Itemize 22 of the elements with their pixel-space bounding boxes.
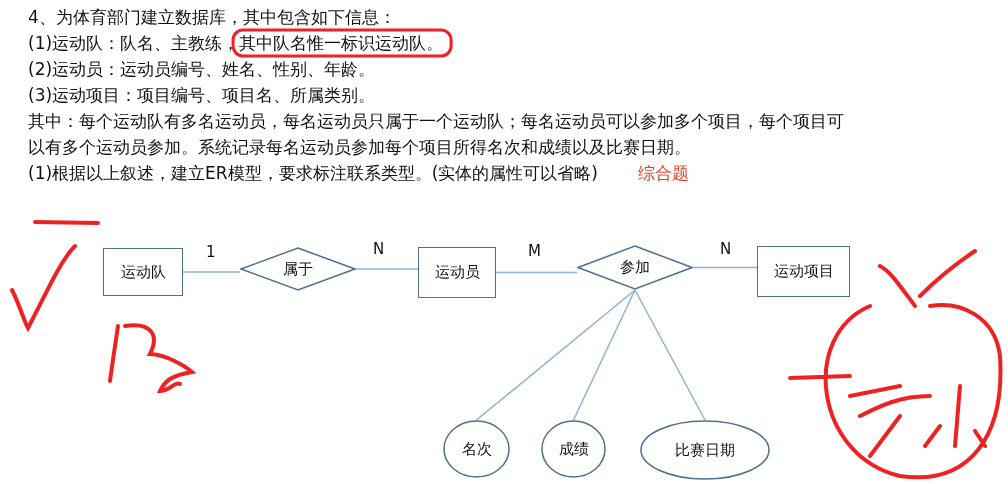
info-line: (3)运动项目：项目编号、项目名、所属类别。 xyxy=(28,84,376,107)
connector-line xyxy=(355,268,419,270)
entity-box: 运动员 xyxy=(418,247,496,298)
connector-line xyxy=(475,289,636,421)
connector-line xyxy=(495,271,578,274)
relationship-diamond: 参加 xyxy=(577,245,693,290)
question-title: 4、为体育部门建立数据库，其中包含如下信息： xyxy=(28,6,396,29)
category-tag: 综合题 xyxy=(637,160,689,186)
description-paragraph: 其中：每个运动队有多名运动员，每名运动员只属于一个运动队；每名运动员可以参加多个项目，每个项目可以有多个运动员参加。系统记录每名运动员参加每个项目所得名次和成绩以及比赛日期。 xyxy=(28,110,845,159)
entity-box: 运动队 xyxy=(103,248,183,296)
info-line: (2)运动员：运动员编号、姓名、性别、年龄。 xyxy=(28,58,376,81)
connector-line xyxy=(572,289,636,421)
connector-line xyxy=(692,266,758,269)
relationship-diamond: 属于 xyxy=(240,247,356,291)
attribute-ellipse: 名次 xyxy=(443,420,510,478)
attribute-ellipse: 比赛日期 xyxy=(640,420,770,480)
info-line: (1)运动队：队名、主教练，其中队名惟一标识运动队。 xyxy=(28,32,444,55)
entity-box: 运动项目 xyxy=(757,246,850,297)
connector-line xyxy=(182,271,241,273)
attribute-ellipse: 成绩 xyxy=(541,420,606,478)
task-line: (1)根据以上叙述，建立ER模型，要求标注联系类型。(实体的属性可以省略) xyxy=(28,162,598,185)
connector-line xyxy=(634,289,706,421)
